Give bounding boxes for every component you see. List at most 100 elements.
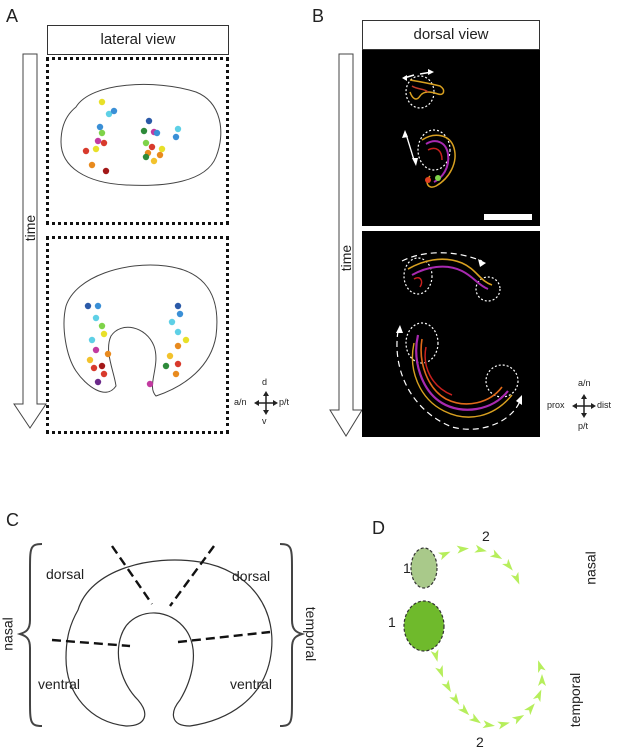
cell-dot bbox=[84, 302, 92, 310]
panel-c-dorsal-left: dorsal bbox=[46, 566, 85, 582]
cell-dot bbox=[174, 302, 182, 310]
panel-c-temporal-label: temporal bbox=[303, 606, 320, 662]
cell-dot bbox=[153, 129, 161, 137]
path-arrow-icon bbox=[497, 721, 510, 730]
cell-dot bbox=[92, 145, 100, 153]
panel-b-axis-up: a/n bbox=[578, 378, 591, 388]
path-arrow-icon bbox=[474, 544, 487, 553]
path-arrow-icon bbox=[510, 571, 520, 585]
cell-dot bbox=[150, 157, 158, 165]
cell-dot bbox=[98, 322, 106, 330]
cell-dot bbox=[146, 380, 154, 388]
path-arrow-icon bbox=[437, 551, 451, 561]
cell-dot bbox=[182, 336, 190, 344]
cell-dot bbox=[98, 129, 106, 137]
panel-b-lower-image bbox=[362, 231, 540, 437]
cell-dot bbox=[174, 360, 182, 368]
panel-b-axis-down: p/t bbox=[578, 421, 589, 431]
cell-dot bbox=[105, 110, 113, 118]
cell-dot bbox=[98, 362, 106, 370]
panel-c-letter: C bbox=[6, 510, 19, 530]
panel-a-time-label: time bbox=[22, 214, 38, 242]
cell-dot bbox=[90, 364, 98, 372]
path-arrow-icon bbox=[532, 689, 542, 703]
cell-dot bbox=[94, 137, 102, 145]
panel-a-axis-up: d bbox=[262, 377, 268, 387]
panel-a-letter: A bbox=[6, 6, 19, 26]
cell-dot bbox=[104, 350, 112, 358]
panel-a-axis-down: v bbox=[262, 416, 267, 426]
cell-dot bbox=[176, 310, 184, 318]
path-arrow-icon bbox=[511, 715, 525, 725]
cell-dot bbox=[156, 151, 164, 159]
panel-d-top-path-number: 2 bbox=[482, 528, 490, 544]
cell-dot bbox=[162, 362, 170, 370]
cell-dot bbox=[98, 98, 106, 106]
panel-a-compass-icon bbox=[254, 391, 278, 415]
path-arrow-icon bbox=[524, 703, 535, 716]
panel-a-upper-frame bbox=[46, 57, 229, 225]
path-arrow-icon bbox=[482, 720, 495, 729]
panel-b-time-arrow bbox=[329, 53, 363, 437]
cell-dot bbox=[174, 125, 182, 133]
panel-d-temporal-label: temporal bbox=[567, 672, 584, 728]
panel-a-upper-dots bbox=[82, 98, 182, 175]
panel-d-letter: D bbox=[372, 518, 385, 538]
cell-dot bbox=[92, 314, 100, 322]
cell-dot bbox=[140, 127, 148, 135]
cell-dot bbox=[174, 342, 182, 350]
panel-b-axis-right: dist bbox=[597, 400, 612, 410]
panel-b-letter: B bbox=[312, 6, 325, 26]
path-arrow-icon bbox=[441, 679, 451, 693]
cell-dot bbox=[172, 370, 180, 378]
cell-dot bbox=[158, 145, 166, 153]
path-arrow-icon bbox=[468, 713, 481, 724]
panel-a-axis-left: a/n bbox=[234, 397, 247, 407]
panel-d-bottom-path-number: 2 bbox=[476, 734, 484, 750]
panel-b-upper-image bbox=[362, 50, 540, 226]
path-arrow-icon bbox=[449, 692, 460, 705]
cell-dot bbox=[82, 147, 90, 155]
cell-dot bbox=[86, 356, 94, 364]
path-arrow-icon bbox=[457, 703, 470, 716]
cell-dot bbox=[172, 133, 180, 141]
panel-b-axis-left: prox bbox=[547, 400, 565, 410]
cell-dot bbox=[100, 370, 108, 378]
cell-dot bbox=[166, 352, 174, 360]
path-arrow-icon bbox=[502, 558, 513, 571]
panel-a-lower-frame bbox=[46, 236, 229, 434]
cell-dot bbox=[142, 153, 150, 161]
panel-c-ventral-right: ventral bbox=[230, 676, 273, 692]
panel-c-diagram bbox=[16, 543, 306, 727]
cell-dot bbox=[100, 139, 108, 147]
cell-dot bbox=[102, 167, 110, 175]
panel-a-upper-embryo bbox=[60, 84, 222, 186]
panel-c-dorsal-right: dorsal bbox=[232, 568, 271, 584]
cell-dot bbox=[110, 107, 118, 115]
panel-a-axis-right: p/t bbox=[279, 397, 290, 407]
panel-d-top-number: 1 bbox=[403, 560, 411, 576]
panel-c-nasal-label: nasal bbox=[0, 617, 16, 651]
path-arrow-icon bbox=[430, 649, 439, 662]
panel-a-lower-embryo bbox=[63, 264, 218, 397]
cell-dot bbox=[92, 346, 100, 354]
panel-d-diagram bbox=[403, 544, 546, 730]
cell-dot bbox=[142, 139, 150, 147]
panel-a-time-arrow bbox=[13, 53, 47, 429]
cell-dot bbox=[96, 123, 104, 131]
panel-b-time-label: time bbox=[338, 244, 354, 272]
panel-c-ventral-left: ventral bbox=[38, 676, 81, 692]
cell-dot bbox=[168, 318, 176, 326]
path-arrow-icon bbox=[435, 664, 444, 678]
cell-dot bbox=[88, 161, 96, 169]
cell-dot bbox=[88, 336, 96, 344]
cell-dot bbox=[100, 330, 108, 338]
path-arrow-icon bbox=[538, 674, 546, 686]
path-arrow-icon bbox=[538, 660, 546, 673]
panel-a-title-box: lateral view bbox=[47, 25, 229, 55]
cell-dot bbox=[94, 302, 102, 310]
cell-dot bbox=[145, 117, 153, 125]
path-arrow-icon bbox=[456, 545, 469, 554]
cell-dot bbox=[174, 328, 182, 336]
path-arrow-icon bbox=[489, 549, 503, 559]
